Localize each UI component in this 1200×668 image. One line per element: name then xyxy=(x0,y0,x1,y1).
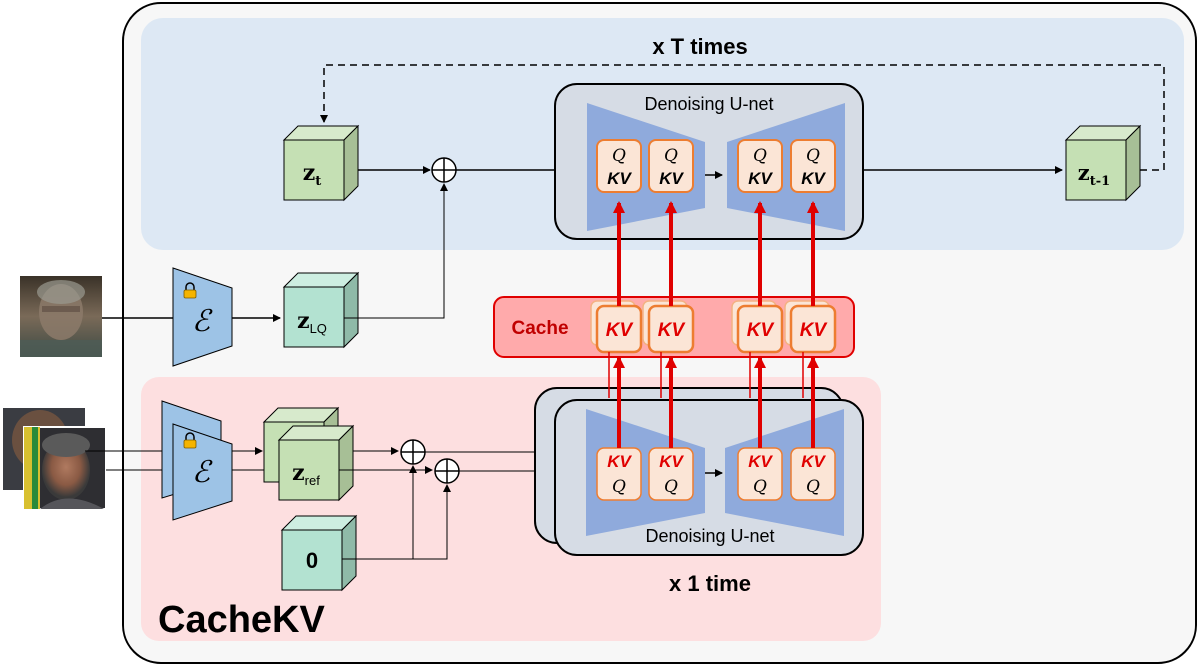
bottom-attention-block: KV Q xyxy=(648,447,694,501)
svg-text:Cache: Cache xyxy=(511,318,568,339)
single-pass-label: x 1 time xyxy=(669,571,751,596)
query-label: Q xyxy=(612,146,626,166)
key-value-label: KV xyxy=(801,169,826,188)
ref-encoder: ℰ xyxy=(161,400,233,521)
cache-kv-label: KV xyxy=(658,320,686,341)
key-value-label: KV xyxy=(659,452,684,471)
query-label: Q xyxy=(612,477,626,497)
svg-text:zLQ: zLQ xyxy=(297,308,327,336)
svg-text:zref: zref xyxy=(292,460,320,488)
svg-text:Denoising U-net: Denoising U-net xyxy=(644,94,773,114)
reference-face-images xyxy=(3,408,107,510)
key-value-label: KV xyxy=(801,452,826,471)
add-op-bottom-2 xyxy=(434,458,460,484)
feedback-loop-arrow xyxy=(320,64,1165,171)
top-attention-block: Q KV xyxy=(596,139,642,193)
cache-kv-entry: KV xyxy=(642,300,695,354)
top-denoising-unet: Denoising U-net xyxy=(554,83,864,240)
cache-kv-label: KV xyxy=(606,320,634,341)
query-label: Q xyxy=(753,146,767,166)
latent-zt-minus-1-cube: zt-1 xyxy=(1064,124,1142,202)
latent-zt-cube: zt xyxy=(282,124,360,202)
query-label: Q xyxy=(664,146,678,166)
method-title: CacheKV xyxy=(158,599,325,641)
top-attention-block: Q KV xyxy=(737,139,783,193)
loop-count-label: x T times xyxy=(652,34,747,59)
svg-text:0: 0 xyxy=(306,548,318,573)
bottom-attention-block: KV Q xyxy=(790,447,836,501)
latent-zlq-cube: zLQ xyxy=(282,271,360,349)
add-op-top xyxy=(431,157,457,183)
cache-kv-label: KV xyxy=(747,320,775,341)
svg-text:Denoising U-net: Denoising U-net xyxy=(645,526,774,546)
key-value-label: KV xyxy=(748,169,773,188)
zero-latent-cube: 0 xyxy=(280,514,358,592)
top-attention-block: Q KV xyxy=(790,139,836,193)
svg-text:ℰ: ℰ xyxy=(192,304,213,339)
key-value-label: KV xyxy=(748,452,773,471)
svg-text:ℰ: ℰ xyxy=(192,455,213,490)
top-attention-block: Q KV xyxy=(648,139,694,193)
key-value-label: KV xyxy=(607,452,632,471)
query-label: Q xyxy=(664,477,678,497)
query-label: Q xyxy=(806,477,820,497)
cache-kv-entry: KV xyxy=(590,300,643,354)
lock-icon xyxy=(183,282,197,299)
lq-face-image xyxy=(20,276,102,357)
svg-text:zt-1: zt-1 xyxy=(1078,160,1110,189)
key-value-label: KV xyxy=(607,169,632,188)
bottom-attention-block: KV Q xyxy=(596,447,642,501)
add-op-bottom-1 xyxy=(400,439,426,465)
latent-zref-cube: zref xyxy=(262,406,355,502)
key-value-label: KV xyxy=(659,169,684,188)
cache-kv-entry: KV xyxy=(784,300,837,354)
bottom-attention-block: KV Q xyxy=(737,447,783,501)
query-label: Q xyxy=(806,146,820,166)
cache-kv-entry: KV xyxy=(731,300,784,354)
svg-text:zt: zt xyxy=(303,160,322,189)
cache-kv-label: KV xyxy=(800,320,828,341)
query-label: Q xyxy=(753,477,767,497)
lock-icon xyxy=(183,432,197,449)
lq-encoder: ℰ xyxy=(172,267,233,367)
